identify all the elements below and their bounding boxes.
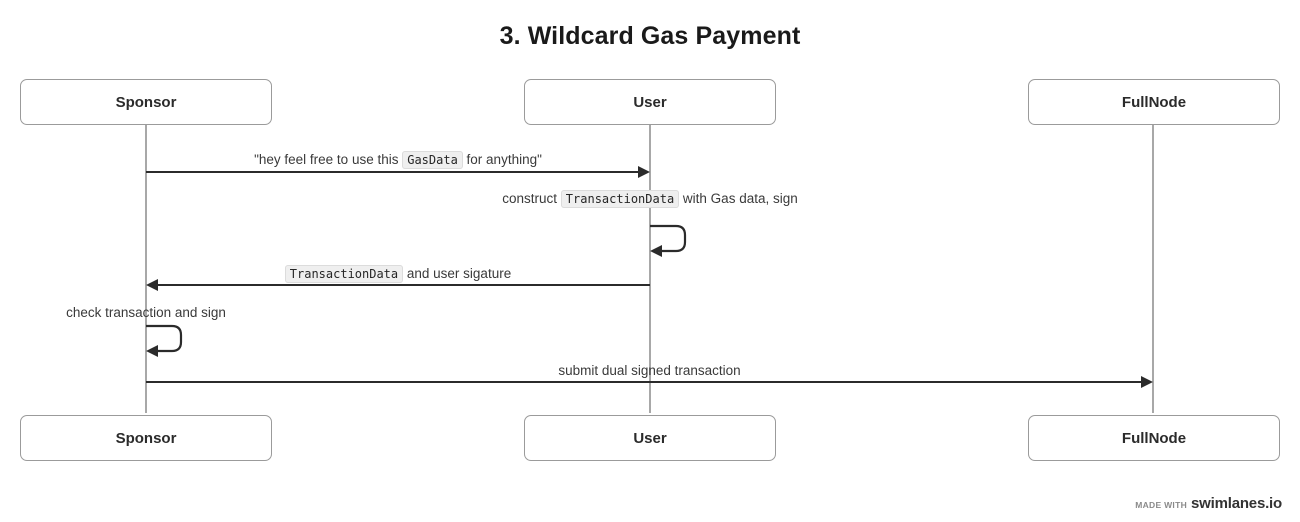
arrow-head-icon xyxy=(146,345,158,357)
code-token-transactiondata: TransactionData xyxy=(284,265,404,283)
message-label-gasdata: "hey feel free to use this GasData for a… xyxy=(146,150,650,170)
participant-label: User xyxy=(633,429,667,447)
arrow-head-icon xyxy=(650,245,662,257)
message-text-prefix: construct xyxy=(502,191,561,206)
message-text-prefix: submit dual signed transaction xyxy=(558,363,741,378)
participant-fullnode-bottom[interactable]: FullNode xyxy=(1028,415,1280,461)
watermark-brand-label: swimlanes.io xyxy=(1191,495,1282,512)
lifeline-sponsor xyxy=(145,125,147,413)
message-text-prefix: check transaction and sign xyxy=(66,305,226,320)
message-text-suffix: with Gas data, sign xyxy=(679,191,798,206)
code-token-transactiondata: TransactionData xyxy=(560,190,680,208)
page-title: 3. Wildcard Gas Payment xyxy=(499,22,801,50)
message-text-prefix: "hey feel free to use this xyxy=(254,152,403,167)
arrow-head-icon xyxy=(146,279,158,291)
self-message-loop-sponsor[interactable] xyxy=(140,322,188,358)
message-label-check: check transaction and sign xyxy=(46,303,246,322)
message-label-submit: submit dual signed transaction xyxy=(146,361,1153,380)
message-label-construct: construct TransactionData with Gas data,… xyxy=(485,189,815,209)
participant-label: User xyxy=(633,93,667,111)
participant-label: FullNode xyxy=(1121,93,1187,111)
participant-user-bottom[interactable]: User xyxy=(524,415,776,461)
lifeline-fullnode xyxy=(1152,125,1154,413)
participant-label: Sponsor xyxy=(115,429,177,447)
arrow-head-icon xyxy=(1141,376,1153,388)
watermark[interactable]: MADE WITH swimlanes.io xyxy=(1135,495,1282,512)
participant-user-top[interactable]: User xyxy=(524,79,776,125)
watermark-made-with-label: MADE WITH xyxy=(1135,500,1188,510)
code-token-gasdata: GasData xyxy=(402,151,463,169)
message-text-suffix: and user sigature xyxy=(403,266,512,281)
self-message-loop-user[interactable] xyxy=(644,222,692,258)
message-label-return-txdata: TransactionData and user sigature xyxy=(146,264,650,284)
participant-sponsor-bottom[interactable]: Sponsor xyxy=(20,415,272,461)
message-text-suffix: for anything" xyxy=(462,152,542,167)
participant-fullnode-top[interactable]: FullNode xyxy=(1028,79,1280,125)
message-line-gasdata[interactable] xyxy=(146,171,638,173)
message-line-submit[interactable] xyxy=(146,381,1141,383)
participant-sponsor-top[interactable]: Sponsor xyxy=(20,79,272,125)
participant-label: FullNode xyxy=(1121,429,1187,447)
participant-label: Sponsor xyxy=(115,93,177,111)
arrow-head-icon xyxy=(638,166,650,178)
message-line-return-txdata[interactable] xyxy=(158,284,650,286)
lifeline-user xyxy=(649,125,651,413)
